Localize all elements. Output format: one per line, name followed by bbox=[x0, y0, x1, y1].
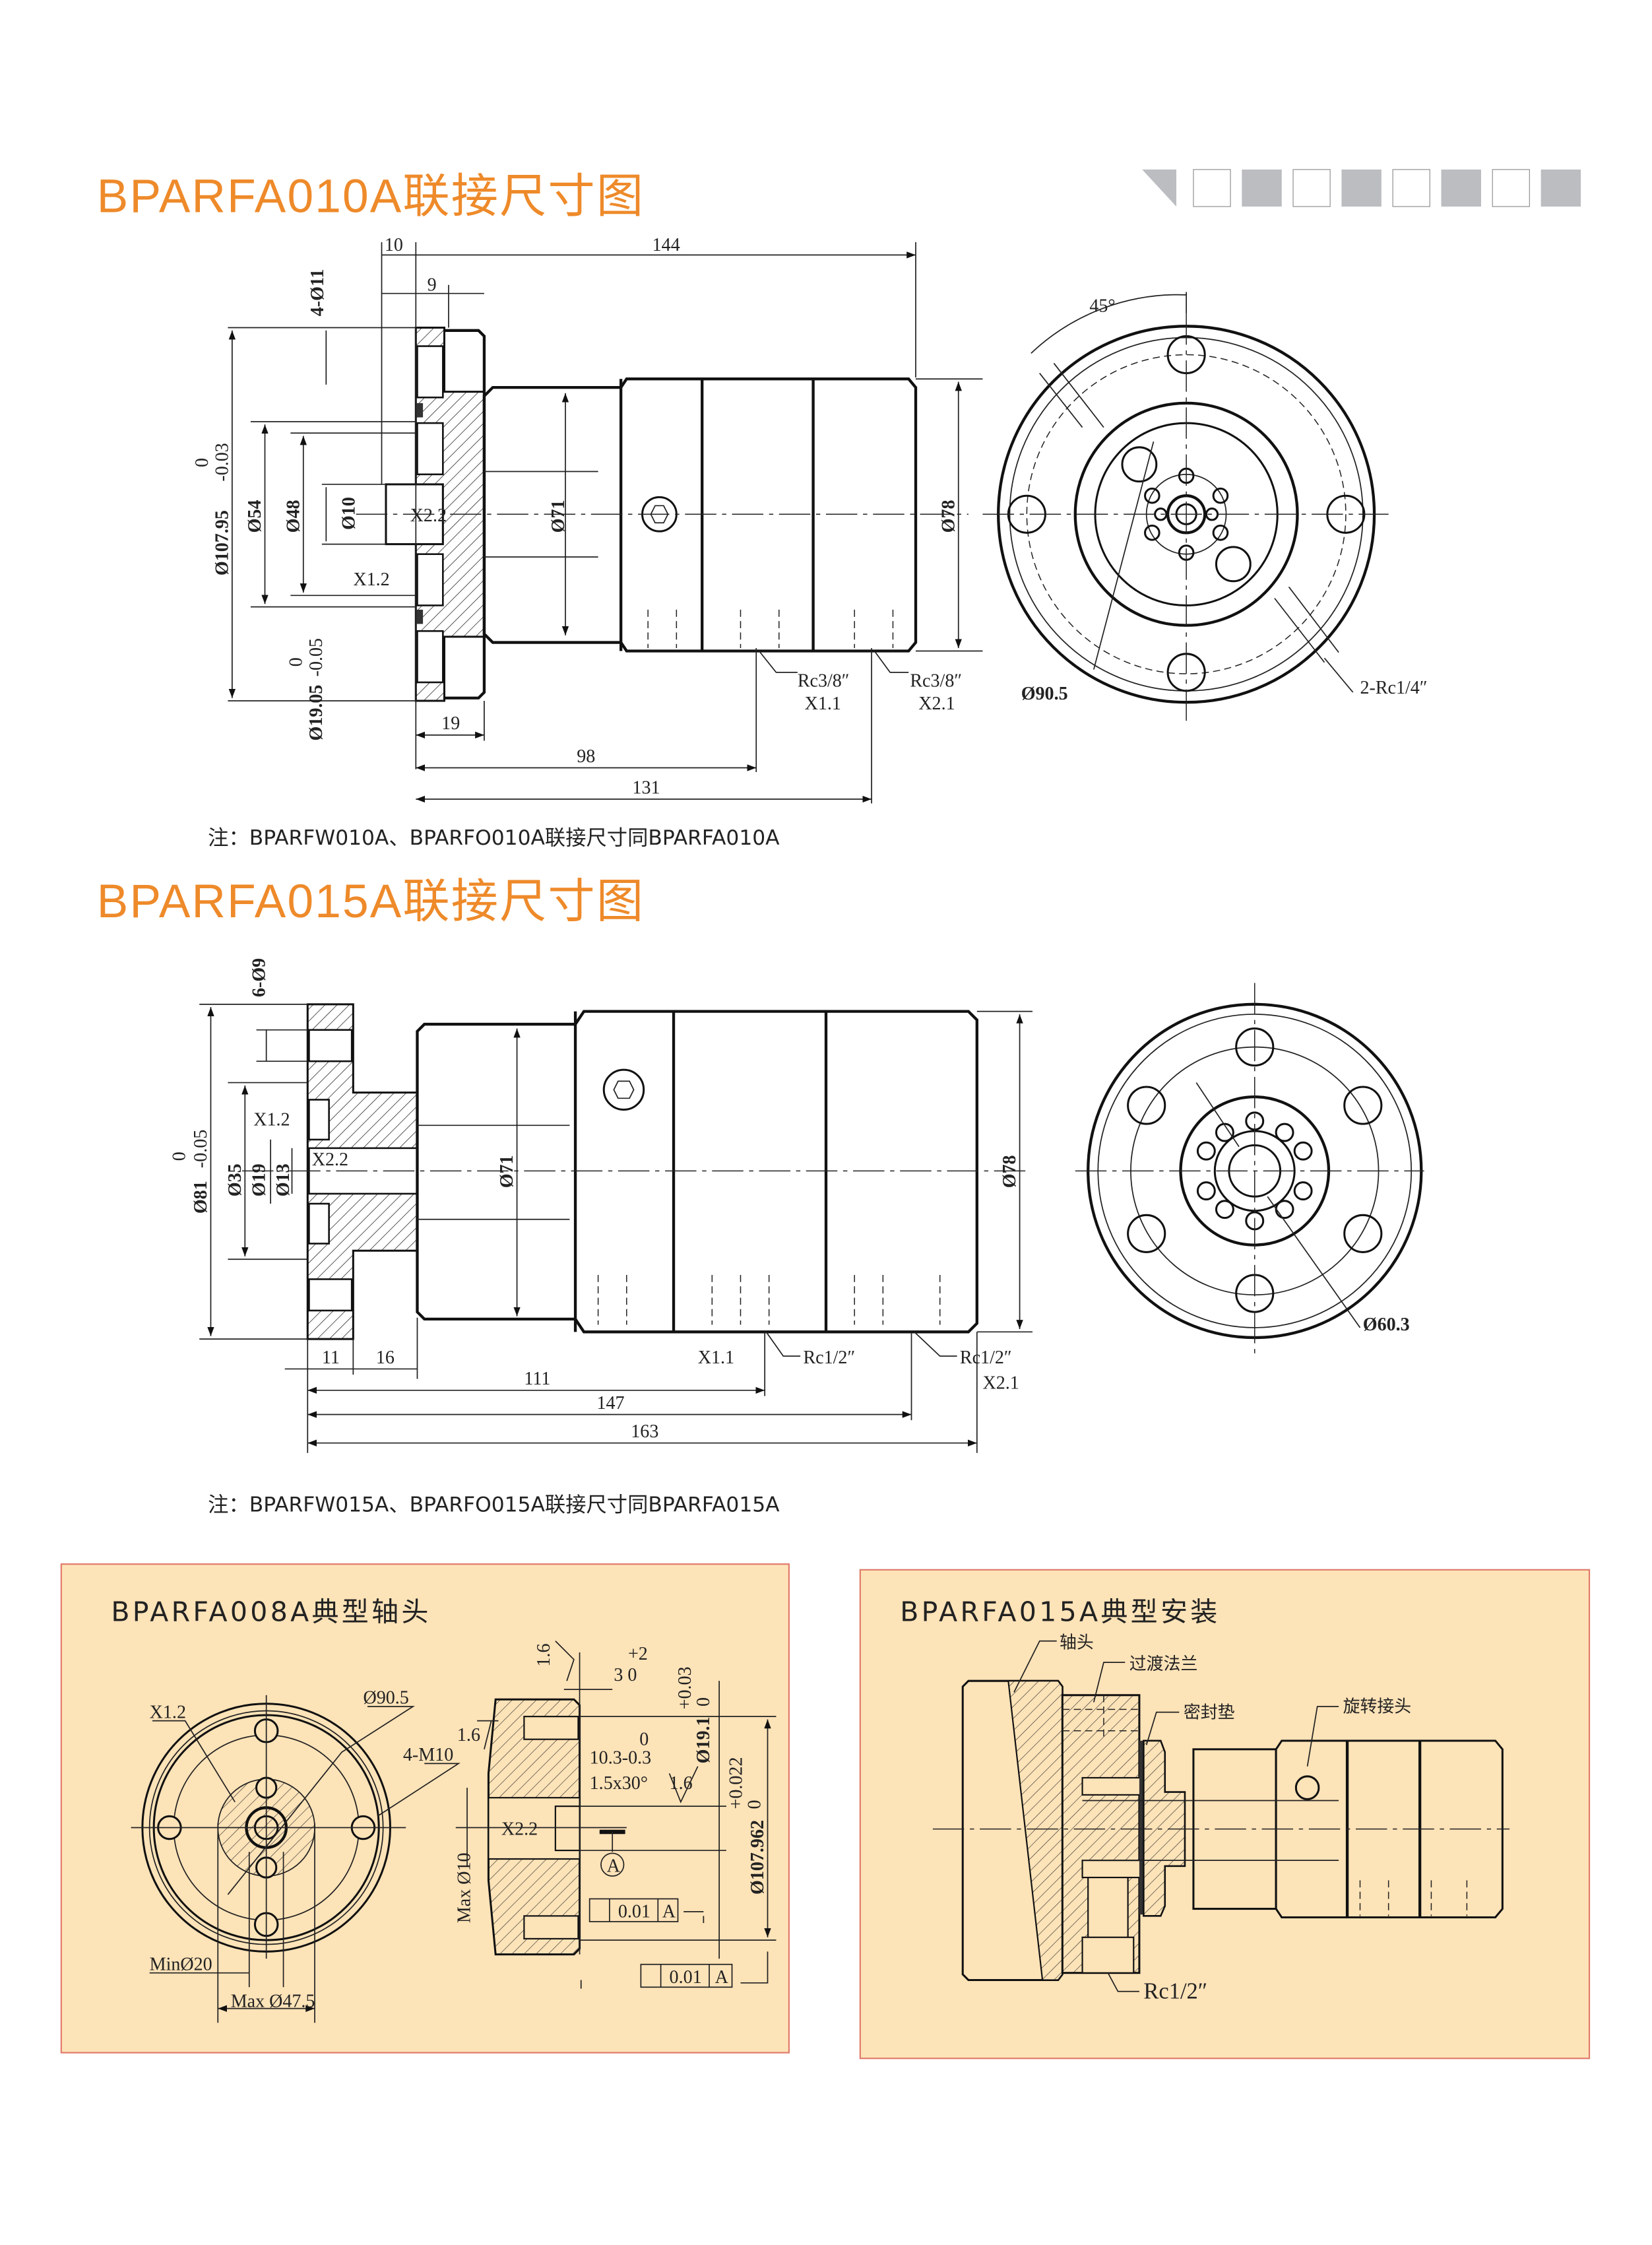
dimension-label: 1.6 bbox=[534, 1644, 554, 1667]
dimension-label: Ø78 bbox=[938, 500, 959, 533]
dimension-label: Ø90.5 bbox=[363, 1688, 408, 1708]
section2-dimensions: 6-Ø9 X1.2 X2.2 0 -0.05 Ø81 Ø35 Ø19 Ø13 Ø… bbox=[170, 958, 1410, 1442]
dimension-label: 0.01 bbox=[618, 1902, 651, 1922]
dimension-label: 0 bbox=[693, 1697, 714, 1707]
dimension-label: Rc3/8″ bbox=[798, 670, 850, 691]
dimension-label: 1.6 bbox=[670, 1773, 693, 1794]
dimension-label: X1.1 bbox=[698, 1348, 734, 1368]
dimension-label: X1.1 bbox=[805, 694, 841, 714]
dimension-label: 2-Rc1/4″ bbox=[1360, 678, 1427, 698]
dimension-label: 1.6 bbox=[457, 1725, 480, 1745]
dimension-label: Ø71 bbox=[548, 500, 569, 533]
dimension-label: Ø13 bbox=[273, 1163, 294, 1196]
section2-title: BPARFA015A联接尺寸图 bbox=[97, 876, 645, 928]
dimension-label: X1.2 bbox=[253, 1109, 290, 1130]
dimension-label: X1.2 bbox=[353, 569, 389, 590]
dimension-label: 0 bbox=[745, 1800, 765, 1809]
dimension-label: 111 bbox=[524, 1369, 550, 1389]
dimension-label: +0.03 bbox=[675, 1666, 695, 1709]
dimension-label: 147 bbox=[596, 1393, 624, 1414]
dimension-label: MinØ20 bbox=[150, 1954, 212, 1974]
section1-note: 注：BPARFW010A、BPARFO010A联接尺寸同BPARFA010A bbox=[208, 826, 780, 850]
header-decoration bbox=[1142, 169, 1581, 207]
dimension-label: -0.05 bbox=[306, 638, 327, 676]
dimension-label: Ø35 bbox=[225, 1163, 245, 1196]
dimension-label: Ø90.5 bbox=[1021, 684, 1068, 704]
dimension-label: X2.1 bbox=[918, 694, 955, 714]
dimension-label: 10 bbox=[385, 235, 403, 255]
dimension-label: 10.3-0.3 bbox=[590, 1747, 651, 1768]
dimension-label: 11 bbox=[322, 1348, 340, 1368]
dimension-label: -0.05 bbox=[191, 1130, 211, 1168]
dimension-label: 9 bbox=[428, 275, 437, 295]
dimension-label: A bbox=[662, 1902, 676, 1922]
dimension-label: -0.03 bbox=[212, 443, 232, 481]
dimension-label: Ø54 bbox=[245, 500, 265, 533]
dimension-label: Ø107.962 bbox=[747, 1820, 768, 1895]
dimension-label: Ø19.05 bbox=[306, 685, 327, 741]
dimension-label: Ø71 bbox=[497, 1155, 517, 1188]
dimension-label: Max Ø47.5 bbox=[231, 1992, 315, 2012]
dimension-label: X2.1 bbox=[982, 1373, 1019, 1394]
section1-dimensions: 10 144 9 4-Ø11 0 -0.03 Ø107.95 Ø54 Ø48 Ø… bbox=[192, 235, 1427, 798]
dimension-label: 4-M10 bbox=[403, 1745, 453, 1765]
dimension-label: 16 bbox=[376, 1348, 395, 1368]
dimension-label: 旋转接头 bbox=[1343, 1697, 1412, 1717]
dimension-label: Rc3/8″ bbox=[910, 670, 962, 691]
dimension-label: 密封垫 bbox=[1184, 1703, 1235, 1722]
panel-typical-shaft: BPARFA008A典型轴头 bbox=[60, 1563, 790, 2054]
dimension-label: Rc1/2″ bbox=[803, 1348, 855, 1368]
dimension-label: 6-Ø9 bbox=[249, 958, 270, 997]
dimension-label: 过渡法兰 bbox=[1129, 1654, 1198, 1674]
drawing-bparfa010a-end bbox=[982, 292, 1389, 727]
dimension-label: 98 bbox=[577, 746, 595, 767]
dimension-label: Max Ø10 bbox=[454, 1852, 474, 1923]
dimension-label: +2 bbox=[628, 1644, 648, 1664]
section2-note: 注：BPARFW015A、BPARFO015A联接尺寸同BPARFA015A bbox=[208, 1493, 780, 1516]
dimension-label: X2.2 bbox=[410, 505, 447, 526]
dimension-label: Ø19.1 bbox=[693, 1716, 714, 1763]
dimension-label: 0.01 bbox=[670, 1967, 702, 1988]
dimension-label: 0 bbox=[170, 1152, 190, 1161]
panel-shaft-title: BPARFA008A典型轴头 bbox=[111, 1596, 431, 1628]
dimension-label: 0 bbox=[639, 1729, 649, 1749]
dimension-label: A bbox=[607, 1856, 621, 1876]
dimension-label: X1.2 bbox=[150, 1702, 186, 1722]
dimension-label: Ø19 bbox=[249, 1163, 270, 1196]
dimension-label: 3 0 bbox=[614, 1665, 637, 1685]
dimension-label: 19 bbox=[441, 713, 460, 734]
dimension-label: X2.2 bbox=[501, 1819, 538, 1839]
dimension-label: 4-Ø11 bbox=[307, 269, 328, 317]
dimension-label: Ø78 bbox=[1000, 1155, 1020, 1188]
panel-typical-install: BPARFA015A典型安装 轴头 过渡法兰 密封垫 旋转接头 Rc1/2″ bbox=[859, 1569, 1591, 2060]
dimension-label: 131 bbox=[632, 777, 660, 798]
dimension-label: X2.2 bbox=[312, 1150, 348, 1170]
dimension-label: Ø81 bbox=[191, 1181, 211, 1214]
dimension-label: Ø107.95 bbox=[212, 510, 232, 575]
drawing-bparfa015a-side bbox=[199, 1003, 1032, 1453]
panel-install-title: BPARFA015A典型安装 bbox=[900, 1596, 1220, 1628]
dimension-label: Ø48 bbox=[283, 500, 303, 533]
dimension-label: 轴头 bbox=[1060, 1633, 1094, 1653]
drawing-bparfa010a-side bbox=[228, 242, 983, 804]
dimension-label: 0 bbox=[286, 657, 307, 667]
dimension-label: 163 bbox=[631, 1421, 658, 1442]
dimension-label: 144 bbox=[652, 235, 680, 255]
drawing-bparfa015a-end bbox=[1075, 983, 1424, 1353]
dimension-label: 0 bbox=[192, 458, 212, 467]
dimension-label: Ø10 bbox=[338, 497, 359, 530]
section1-title: BPARFA010A联接尺寸图 bbox=[97, 171, 645, 223]
dimension-label: 45° bbox=[1089, 296, 1115, 317]
dimension-label: Rc1/2″ bbox=[1143, 1979, 1207, 2004]
dimension-label: Ø60.3 bbox=[1363, 1315, 1410, 1335]
dimension-label: Rc1/2″ bbox=[960, 1348, 1012, 1368]
dimension-label: +0.022 bbox=[726, 1757, 747, 1809]
dimension-label: A bbox=[715, 1967, 729, 1988]
dimension-label: 1.5x30° bbox=[590, 1773, 648, 1794]
